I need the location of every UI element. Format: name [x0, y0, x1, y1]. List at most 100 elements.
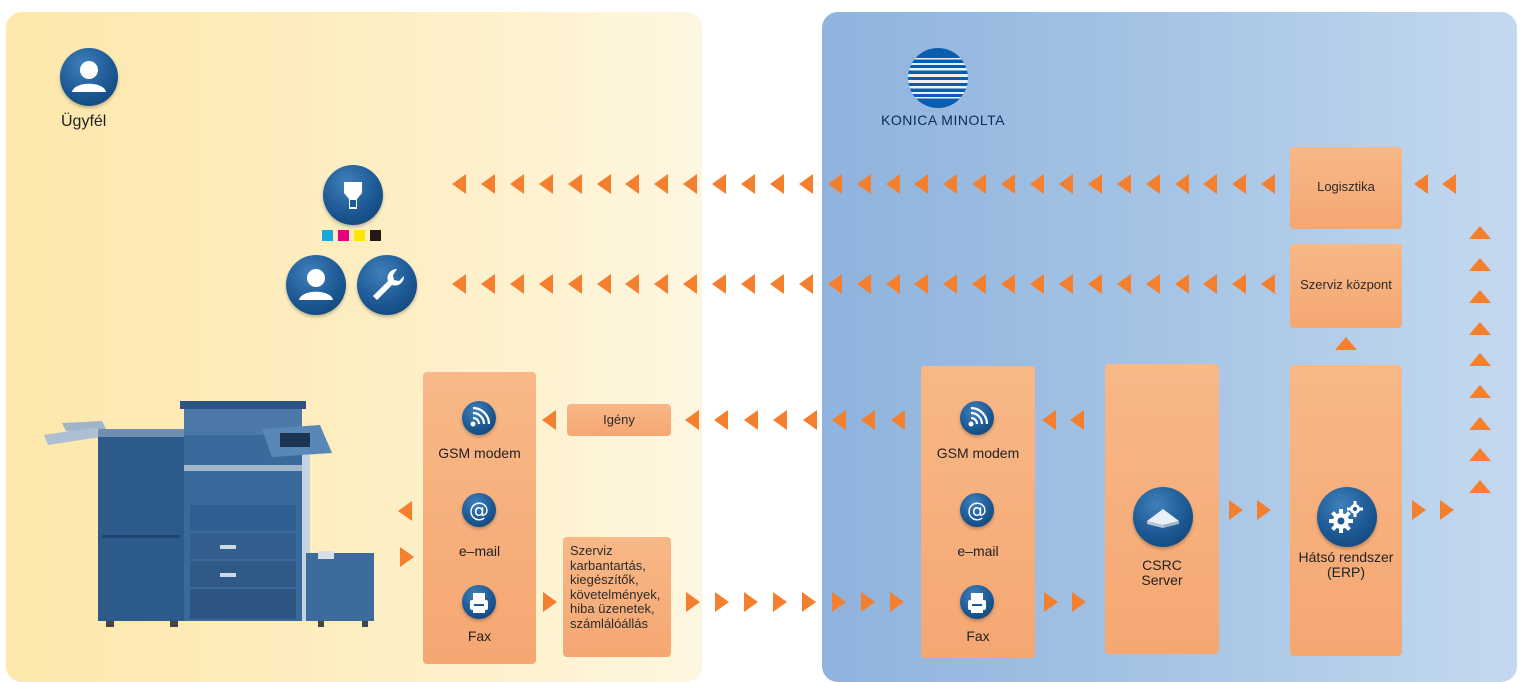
- logistics-flow-arrow: [1087, 174, 1102, 194]
- service-flow-arrow: [1145, 274, 1160, 294]
- csrc-server-label: CSRC Server: [1141, 557, 1183, 588]
- service-info-flow-arrow: [889, 592, 904, 612]
- logistics-flow-arrow: [741, 174, 755, 194]
- ink-magenta-swatch: [338, 230, 349, 241]
- erp-up-flow-arrow: [1469, 321, 1491, 335]
- service-flow-arrow: [1232, 274, 1247, 294]
- logistics-flow-arrow: [914, 174, 929, 194]
- service-flow-arrow: [1116, 274, 1131, 294]
- email-icon: @: [960, 493, 994, 527]
- erp-up-flow-arrow: [1469, 480, 1491, 493]
- service-info-flow-arrow: [802, 592, 817, 612]
- service-info-flow-arrow: [715, 592, 730, 612]
- request-flow-arrow: [1070, 410, 1084, 430]
- toner-icon: [323, 165, 383, 225]
- service-flow-arrow: [480, 274, 495, 294]
- service-flow-arrow: [1261, 274, 1276, 294]
- service-info-flow-arrow: [831, 592, 846, 612]
- printer-out-arrow: [398, 501, 412, 521]
- brand-name: KONICA MINOLTA: [881, 112, 1005, 128]
- service-flow-arrow: [914, 274, 929, 294]
- logistics-flow-arrow: [856, 174, 871, 194]
- request-flow-arrow: [1042, 410, 1056, 430]
- gears-icon: [1317, 487, 1377, 547]
- client-email-label: e–mail: [458, 543, 501, 559]
- logistics-flow-arrow: [1058, 174, 1073, 194]
- logistics-flow-arrow: [885, 174, 900, 194]
- logistics-flow-arrow: [1116, 174, 1131, 194]
- logistics-flow-arrow: [1145, 174, 1160, 194]
- konica-gsm-label: GSM modem: [936, 445, 1020, 461]
- erp-up-flow-arrow: [1469, 384, 1491, 398]
- wrench-icon: [357, 255, 417, 315]
- logistics-flow-arrow: [1414, 174, 1428, 194]
- service-flow-arrow: [452, 274, 466, 294]
- service-info-flow-arrow: [1072, 592, 1086, 612]
- logistics-flow-arrow: [1030, 174, 1044, 194]
- konica-minolta-logo: KONICA MINOLTA: [868, 48, 1018, 133]
- service-info-text: Szerviz karbantartás, kiegészítők, követ…: [570, 543, 661, 631]
- ink-cyan-swatch: [322, 230, 333, 241]
- erp-up-flow-arrow: [1469, 353, 1491, 367]
- logistics-flow-arrow: [596, 174, 611, 194]
- request-flow-arrow: [542, 410, 556, 430]
- service-flow-arrow: [596, 274, 611, 294]
- svg-text:@: @: [967, 498, 987, 522]
- request-flow-arrow: [890, 410, 905, 430]
- request-label: Igény: [603, 412, 635, 427]
- service-flow-arrow: [827, 274, 842, 294]
- gsm-modem-icon: [960, 401, 994, 435]
- client-fax-label: Fax: [467, 628, 492, 644]
- service-info-flow-arrow: [744, 592, 759, 612]
- service-flow-arrow: [625, 274, 640, 294]
- erp-up-flow-arrow: [1469, 226, 1491, 240]
- logistics-label: Logisztika: [1317, 179, 1375, 194]
- logistics-flow-arrow: [943, 174, 958, 194]
- fax-icon: [960, 585, 994, 619]
- logistics-flow-arrow: [625, 174, 640, 194]
- request-flow-arrow: [743, 410, 758, 430]
- logistics-flow-arrow: [1174, 174, 1189, 194]
- request-flow-arrow: [773, 410, 788, 430]
- service-flow-arrow: [1001, 274, 1016, 294]
- logistics-flow-arrow: [1001, 174, 1016, 194]
- konica-fax-label: Fax: [966, 628, 990, 644]
- service-info-flow-arrow: [686, 592, 700, 612]
- service-flow-arrow: [972, 274, 987, 294]
- ink-black-swatch: [370, 230, 381, 241]
- logistics-flow-arrow: [972, 174, 987, 194]
- logistics-flow-arrow: [567, 174, 582, 194]
- request-flow-arrow: [832, 410, 846, 430]
- csrc-flow-arrow: [1257, 500, 1271, 520]
- service-flow-arrow: [943, 274, 958, 294]
- logistics-flow-arrow: [1442, 174, 1456, 194]
- service-info-box: Szerviz karbantartás, kiegészítők, követ…: [563, 537, 671, 657]
- service-flow-arrow: [1087, 274, 1102, 294]
- service-flow-arrow: [712, 274, 727, 294]
- erp-up-flow-arrow: [1469, 448, 1491, 462]
- logistics-flow-arrow: [1261, 174, 1276, 194]
- erp-up-flow-arrow: [1469, 289, 1491, 303]
- logistics-flow-arrow: [712, 174, 727, 194]
- logistics-flow-arrow: [1232, 174, 1247, 194]
- client-gsm-label: GSM modem: [438, 445, 521, 461]
- svg-text:@: @: [469, 498, 489, 522]
- request-flow-arrow: [802, 410, 817, 430]
- service-info-flow-arrow: [1044, 592, 1058, 612]
- logistics-flow-arrow: [683, 174, 698, 194]
- service-flow-arrow: [1174, 274, 1189, 294]
- service-flow-arrow: [741, 274, 755, 294]
- request-flow-arrow: [861, 410, 876, 430]
- service-flow-arrow: [885, 274, 900, 294]
- service-flow-arrow: [1203, 274, 1218, 294]
- service-flow-arrow: [567, 274, 582, 294]
- service-flow-arrow: [538, 274, 553, 294]
- service-info-flow-arrow: [543, 592, 557, 612]
- service-flow-arrow: [509, 274, 524, 294]
- konica-email-label: e–mail: [957, 543, 999, 559]
- technician-person-icon: [286, 255, 346, 315]
- service-flow-arrow: [1058, 274, 1073, 294]
- server-icon: [1133, 487, 1193, 547]
- csrc-flow-arrow: [1229, 500, 1243, 520]
- logistics-flow-arrow: [1203, 174, 1218, 194]
